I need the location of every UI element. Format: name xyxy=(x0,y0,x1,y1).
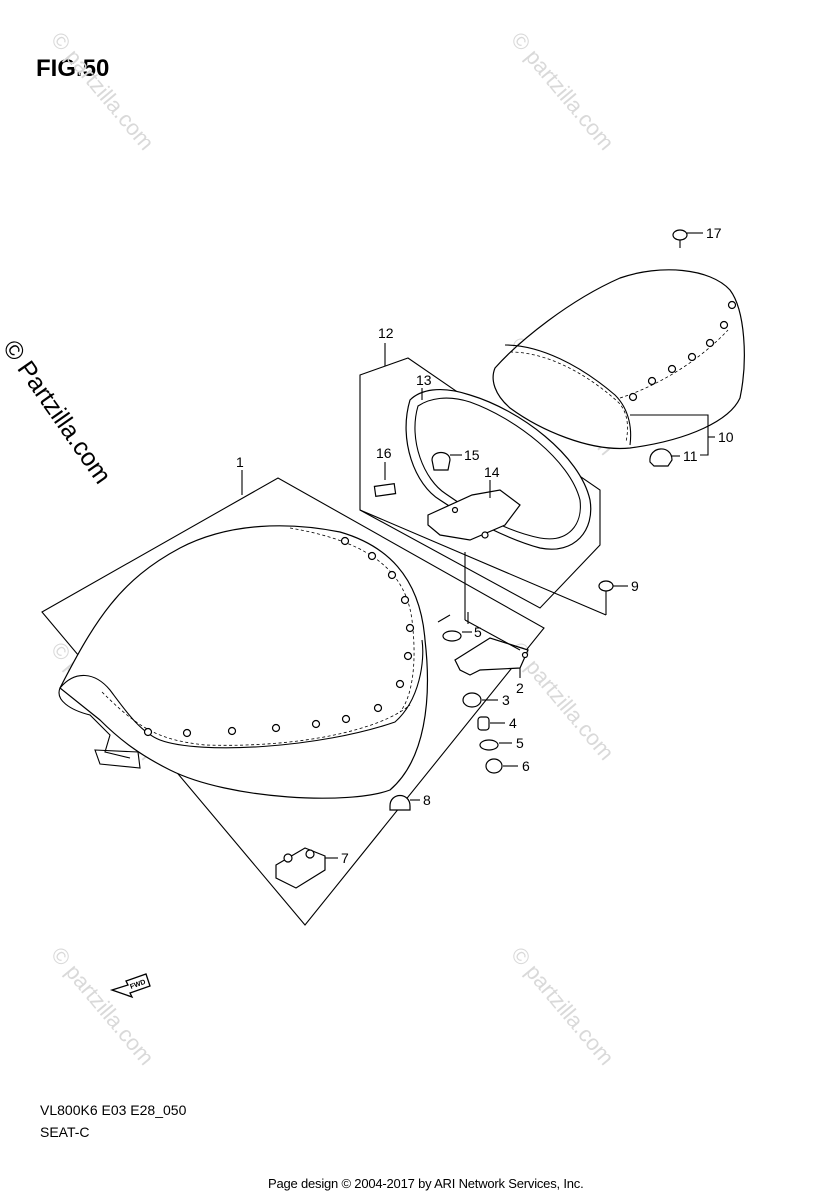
stud xyxy=(667,364,677,374)
front-seat-body xyxy=(59,525,429,799)
watermark-tile: © partzilla.com xyxy=(46,942,159,1070)
stud xyxy=(705,338,715,348)
fwd-arrow-shape xyxy=(109,973,151,999)
plate-hole xyxy=(451,506,459,514)
leader-tick xyxy=(437,614,451,623)
callout-5b: 5 xyxy=(516,735,524,751)
screw-17: 17 xyxy=(672,225,722,248)
stud xyxy=(727,300,737,310)
stud xyxy=(340,536,350,546)
callout-11: 11 xyxy=(683,448,698,464)
guide-line xyxy=(464,619,521,651)
callout-14: 14 xyxy=(484,464,500,480)
callout-7: 7 xyxy=(341,850,349,866)
collar-4 xyxy=(477,716,490,731)
seat-bracket xyxy=(58,687,131,759)
callout-4: 4 xyxy=(509,715,517,731)
stud xyxy=(182,728,192,738)
seat-stitching-rear xyxy=(289,527,415,713)
group-outline-1 xyxy=(41,477,545,926)
pad-16 xyxy=(373,482,397,498)
callout-12: 12 xyxy=(378,325,394,341)
watermark-tile: © partzilla.com xyxy=(46,27,159,155)
stud xyxy=(373,703,383,713)
seat-studs xyxy=(143,536,415,738)
cushion-block-7 xyxy=(275,847,326,889)
callout-13: 13 xyxy=(416,372,432,388)
frame-inner xyxy=(414,397,581,540)
stud xyxy=(687,352,697,362)
leader-10 xyxy=(630,414,709,456)
cap-nut-11 xyxy=(649,448,673,467)
stud xyxy=(387,570,397,580)
forward-arrow-icon: FWD xyxy=(109,973,151,999)
callout-5a: 5 xyxy=(474,624,482,640)
figure-title: FIG.50 xyxy=(36,55,110,82)
callout-16: 16 xyxy=(376,445,392,461)
callout-2: 2 xyxy=(516,680,524,696)
callout-1: 1 xyxy=(236,454,244,470)
grommet-3 xyxy=(462,692,482,708)
bolt-9: 9 xyxy=(598,578,639,600)
page-footer: Page design © 2004-2017 by ARI Network S… xyxy=(268,1176,584,1191)
screw-head xyxy=(672,229,688,241)
bracket-hole xyxy=(521,651,529,659)
model-code: VL800K6 E03 E28_050 xyxy=(40,1102,187,1118)
block-stud xyxy=(305,849,315,859)
stud xyxy=(395,679,405,689)
seat-stitching xyxy=(101,691,411,746)
callout-17: 17 xyxy=(706,225,722,241)
callout-9: 9 xyxy=(631,578,639,594)
washer-5-lower xyxy=(479,739,499,751)
callout-3: 3 xyxy=(502,692,510,708)
stud xyxy=(719,320,729,330)
pillion-stitch xyxy=(509,351,628,443)
plate-14 xyxy=(427,489,521,541)
callout-10: 10 xyxy=(718,429,734,445)
stud xyxy=(271,723,281,733)
stud xyxy=(367,551,377,561)
callout-15: 15 xyxy=(464,447,480,463)
plate-bolt xyxy=(481,531,489,539)
guide-line xyxy=(359,509,607,616)
stud xyxy=(647,376,657,386)
stud xyxy=(400,595,410,605)
stud xyxy=(227,726,237,736)
callout-8: 8 xyxy=(423,792,431,808)
nut-6 xyxy=(485,758,503,774)
watermark-tile: © partzilla.com xyxy=(506,27,619,155)
pillion-seat: 10 11 xyxy=(492,269,745,467)
callout-6: 6 xyxy=(522,758,530,774)
seat-tab xyxy=(94,749,141,769)
cushion-8 xyxy=(389,794,411,811)
frame-13 xyxy=(405,389,592,550)
stud xyxy=(311,719,321,729)
pillion-seat-body xyxy=(492,269,745,450)
block-stud xyxy=(283,853,293,863)
mounting-hardware: 5 2 3 4 5 6 8 7 xyxy=(275,612,530,889)
pillion-seat-edge xyxy=(504,344,632,446)
washer-5-upper xyxy=(442,630,462,642)
stud xyxy=(341,714,351,724)
watermark-tile: © partzilla.com xyxy=(506,942,619,1070)
nut-15 xyxy=(431,451,451,471)
section-name: SEAT-C xyxy=(40,1124,90,1140)
stud xyxy=(403,651,413,661)
stud xyxy=(405,623,415,633)
bracket-2 xyxy=(454,637,529,676)
bolt-head xyxy=(598,580,614,592)
stud xyxy=(628,392,638,402)
seat-edge xyxy=(59,639,424,749)
stud xyxy=(143,727,153,737)
front-seat-group: 1 xyxy=(41,454,545,926)
pillion-studs xyxy=(628,300,737,402)
rear-seat-frame-group: 12 13 15 16 14 xyxy=(359,325,607,651)
